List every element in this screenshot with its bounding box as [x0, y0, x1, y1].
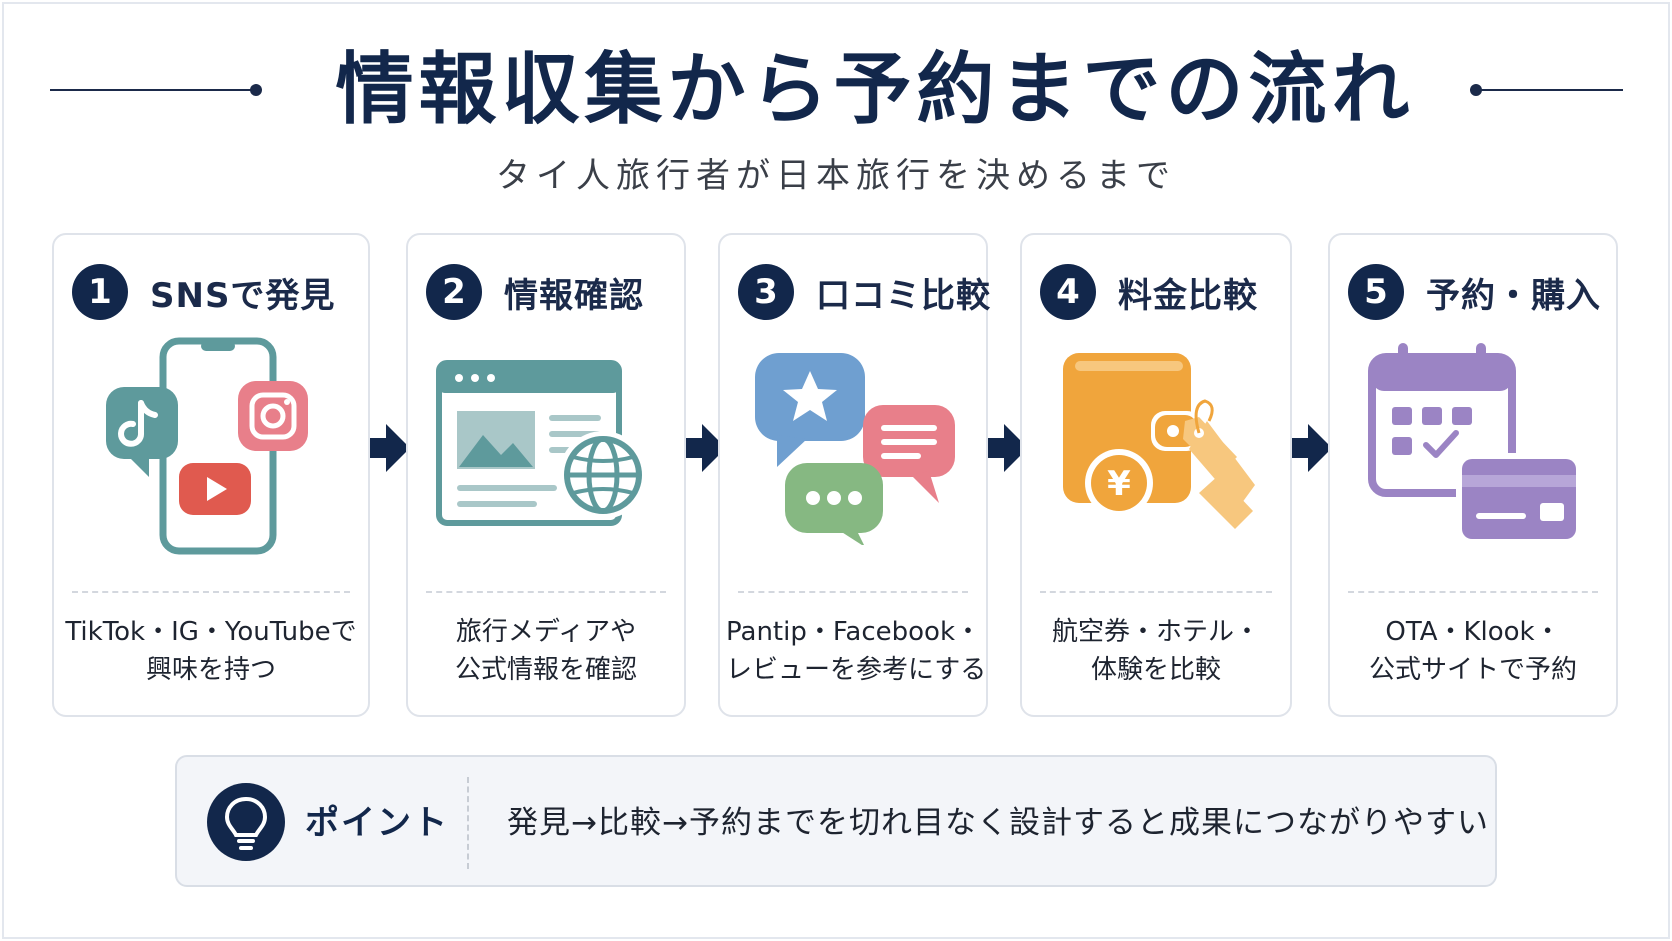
step-card-1: 1 SNSで発見 TikTok・IG・YouTubeで 興味を持つ — [52, 233, 370, 717]
svg-text:¥: ¥ — [1107, 464, 1131, 504]
point-box: ポイント 発見→比較→予約までを切れ目なく設計すると成果につながりやすい — [175, 755, 1497, 887]
step-description: 航空券・ホテル・ 体験を比較 — [1028, 613, 1284, 689]
step-card-4: 4 料金比較 ¥ 航空券・ホテル・ 体験を比較 — [1020, 233, 1292, 717]
step-number-badge: 3 — [738, 264, 794, 320]
step-divider — [72, 591, 350, 593]
point-label: ポイント — [305, 803, 449, 843]
step-description: OTA・Klook・ 公式サイトで予約 — [1336, 613, 1610, 689]
flow-arrow-icon — [988, 420, 1028, 480]
browser-globe-icon — [408, 335, 684, 815]
step-description-line: Pantip・Facebook・ — [726, 617, 982, 647]
step-title: 口コミ比較 — [816, 275, 991, 316]
title-dot-right — [1470, 84, 1482, 96]
step-description-line: レビューを参考にする — [726, 655, 987, 685]
step-description-line: TikTok・IG・YouTubeで — [65, 617, 357, 647]
title-rule-right — [1478, 89, 1623, 91]
step-description: 旅行メディアや 公式情報を確認 — [414, 613, 678, 689]
title-row: 情報収集から予約までの流れ — [0, 40, 1672, 140]
step-description-line: 公式サイトで予約 — [1368, 655, 1577, 685]
title-dot-left — [250, 84, 262, 96]
step-number-badge: 5 — [1348, 264, 1404, 320]
step-description-line: 航空券・ホテル・ — [1051, 617, 1260, 647]
step-number-badge: 2 — [426, 264, 482, 320]
flow-arrow-icon — [686, 420, 726, 480]
speech-bubbles-icon — [720, 335, 986, 815]
step-card-5: 5 予約・購入 OTA・Klook・ 公式サイトで予約 — [1328, 233, 1618, 717]
step-title: SNSで発見 — [150, 275, 336, 316]
step-title: 予約・購入 — [1426, 275, 1601, 316]
step-title: 情報確認 — [504, 275, 644, 316]
step-description-line: OTA・Klook・ — [1385, 617, 1561, 647]
wallet-price-tag-icon: ¥ — [1022, 335, 1290, 815]
step-number-badge: 4 — [1040, 264, 1096, 320]
step-header: 3 口コミ比較 — [738, 263, 990, 321]
step-description-line: 体験を比較 — [1090, 655, 1221, 685]
step-description: Pantip・Facebook・ レビューを参考にする — [726, 613, 987, 689]
step-description-line: 興味を持つ — [145, 655, 276, 685]
step-divider — [1040, 591, 1272, 593]
step-card-2: 2 情報確認 旅行メディアや 公式情報を確認 — [406, 233, 686, 717]
page-subtitle: タイ人旅行者が日本旅行を決めるまで — [496, 156, 1176, 196]
step-divider — [1348, 591, 1598, 593]
step-header: 4 料金比較 — [1040, 263, 1280, 321]
calendar-credit-card-icon — [1330, 335, 1616, 815]
lightbulb-icon — [207, 783, 285, 861]
point-text: 発見→比較→予約までを切れ目なく設計すると成果につながりやすい — [507, 805, 1489, 841]
step-header: 2 情報確認 — [426, 263, 674, 321]
step-header: 1 SNSで発見 — [72, 263, 358, 321]
step-number-badge: 1 — [72, 264, 128, 320]
step-divider — [426, 591, 666, 593]
point-divider — [467, 777, 469, 869]
step-divider — [738, 591, 968, 593]
step-description-line: 公式情報を確認 — [454, 655, 637, 685]
flow-arrow-icon — [370, 420, 410, 480]
page-title: 情報収集から予約までの流れ — [335, 45, 1415, 135]
smartphone-sns-icon — [54, 335, 368, 815]
step-description-line: 旅行メディアや — [455, 617, 637, 647]
flow-arrow-icon — [1292, 420, 1332, 480]
step-card-3: 3 口コミ比較 Pantip・Facebook・ レビューを参考にする — [718, 233, 990, 717]
step-description: TikTok・IG・YouTubeで 興味を持つ — [60, 613, 362, 689]
step-header: 5 予約・購入 — [1348, 263, 1606, 321]
title-rule-left — [50, 89, 255, 91]
step-title: 料金比較 — [1118, 275, 1258, 316]
